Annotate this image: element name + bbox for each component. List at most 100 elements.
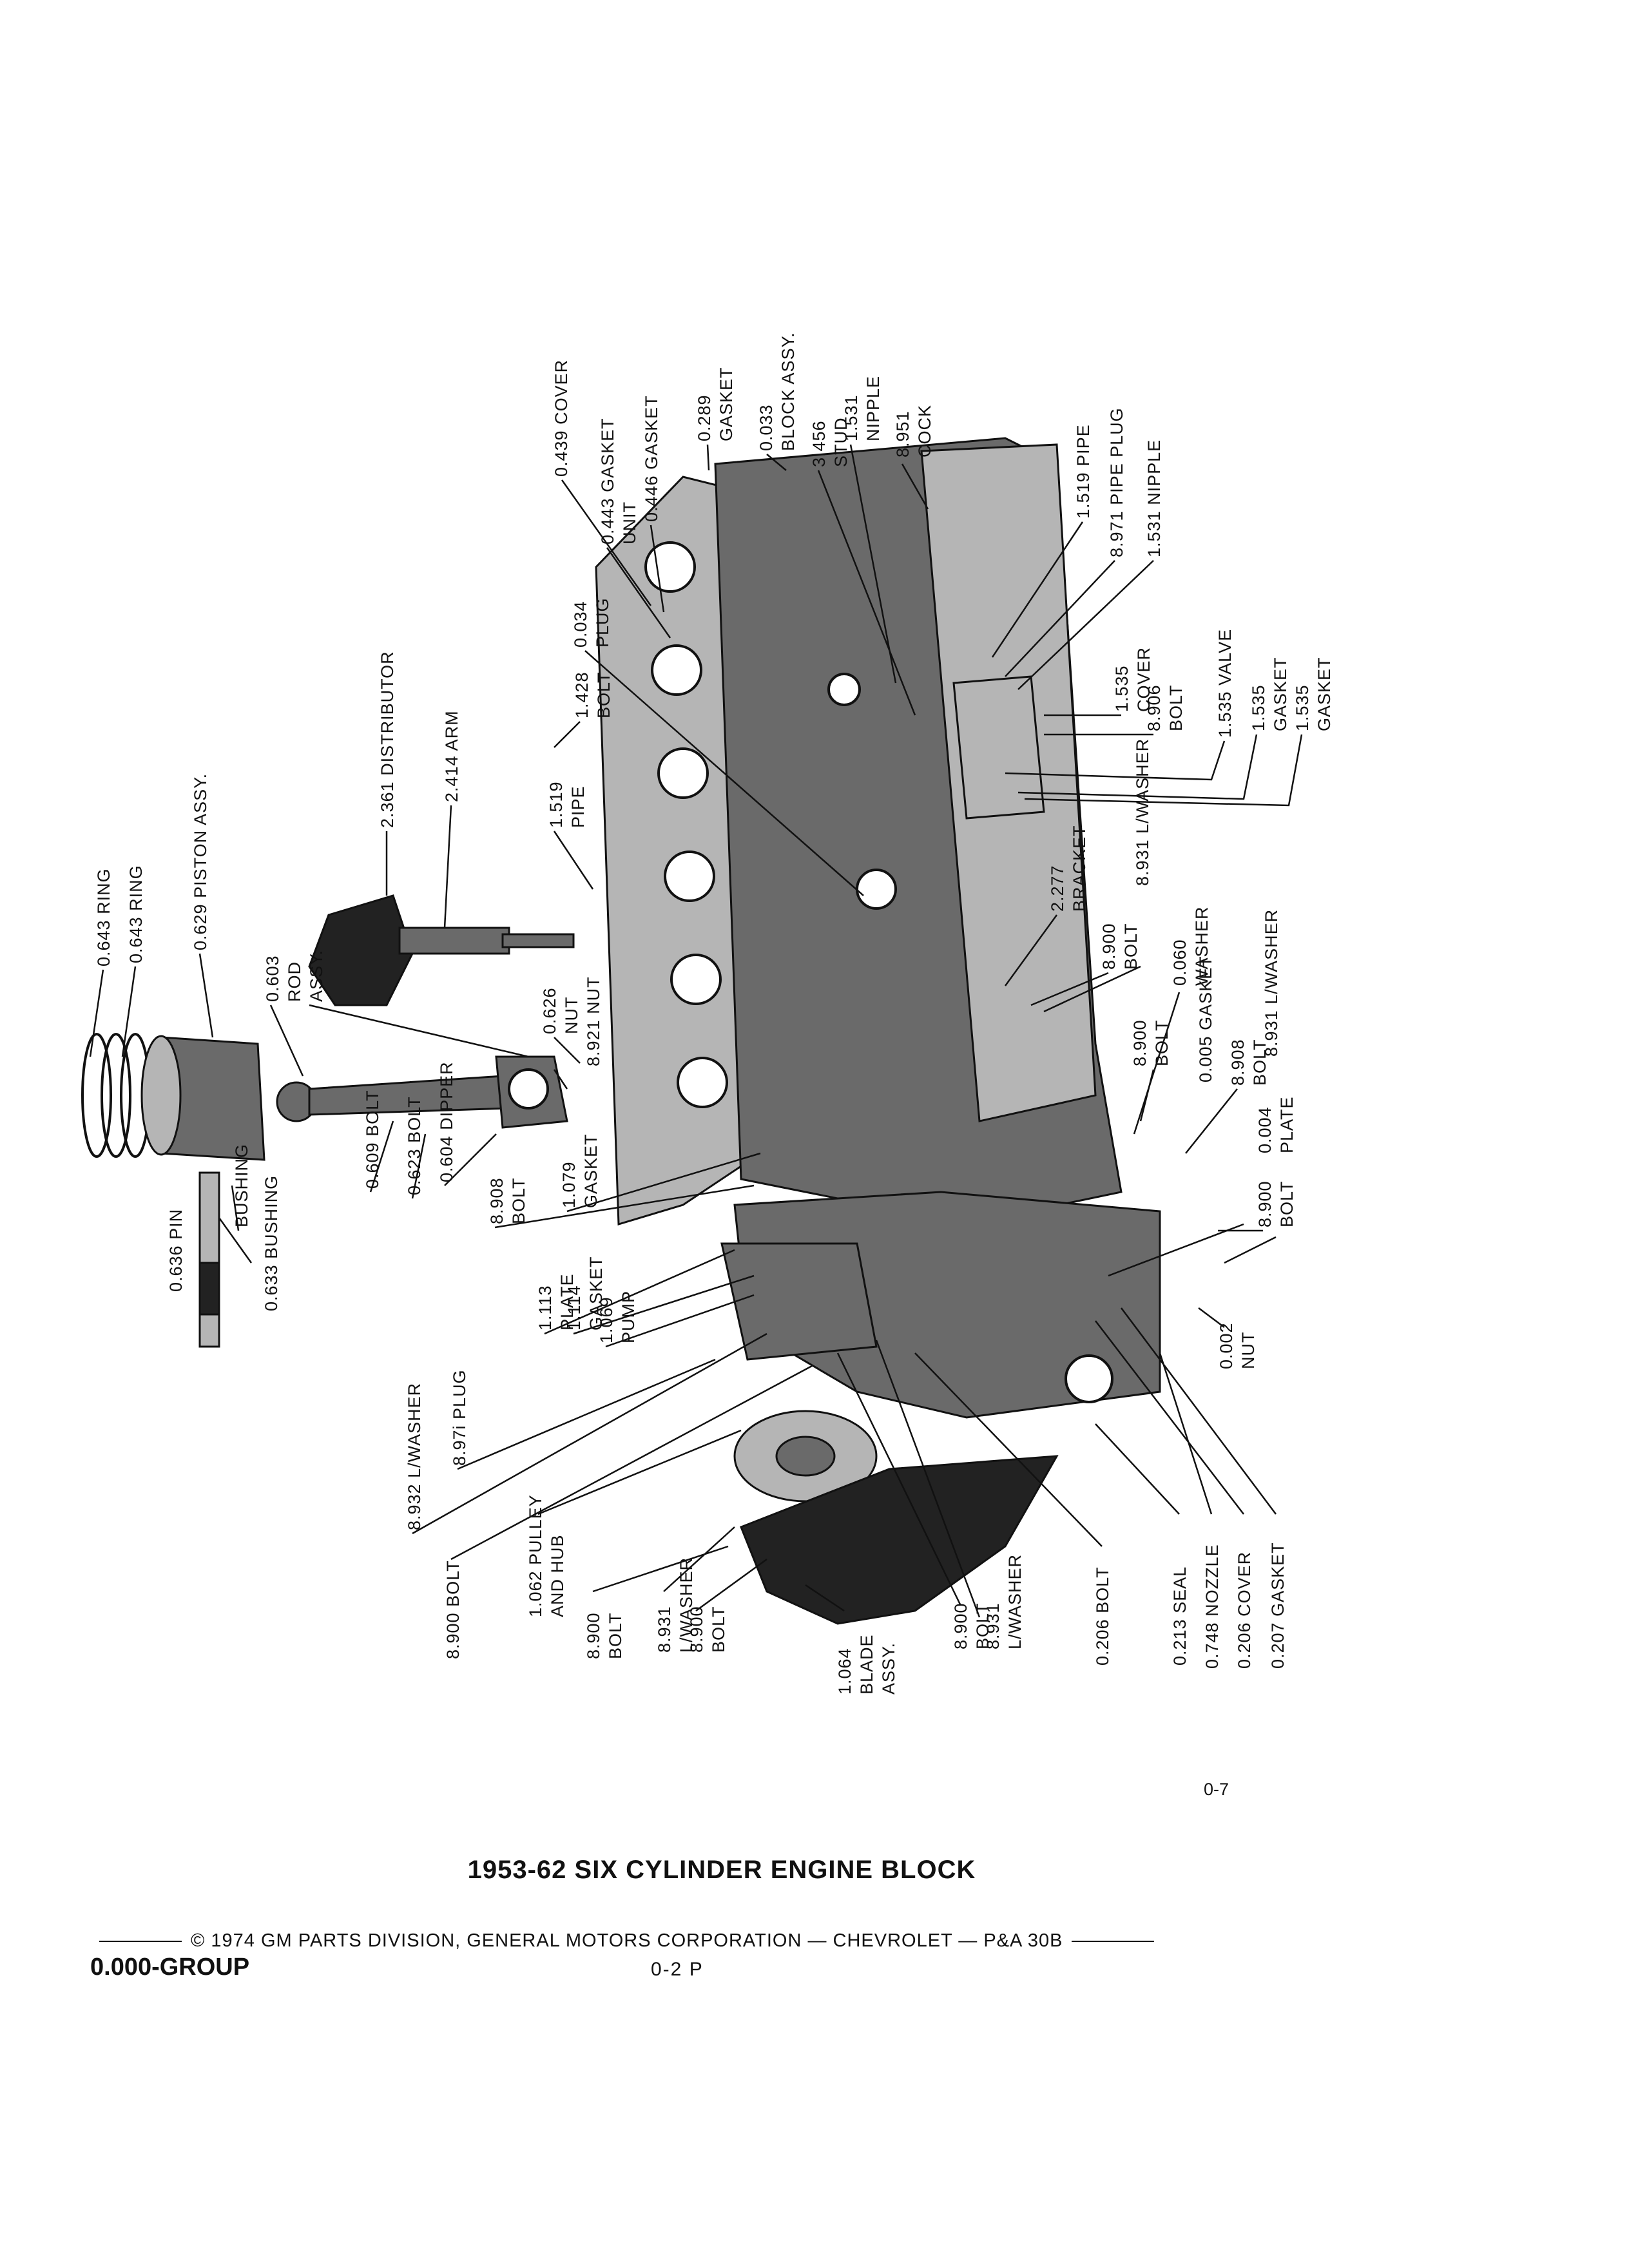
part-label-line: COCK	[915, 405, 934, 457]
connecting-rod-drawing	[276, 1055, 568, 1129]
part-label-line: 0.206 BOLT	[1093, 1566, 1112, 1666]
part-label-line: 1.535	[1249, 684, 1268, 731]
part-label-line: 0.604 DIPPER	[437, 1061, 456, 1182]
group-heading: 0.000-GROUP	[90, 1954, 250, 1981]
part-label-washer-8931a: 8.931 L/WASHER	[1133, 738, 1152, 886]
part-label-line: 0.439 COVER	[552, 360, 571, 477]
part-label-line: 8.97i PLUG	[450, 1369, 469, 1466]
part-label-line: WASHER	[1192, 906, 1211, 986]
part-label-line: BOLT	[1121, 923, 1141, 970]
part-label-line: 0.446 GASKET	[642, 395, 661, 522]
side-cover-drawing	[952, 675, 1045, 820]
piston-pin-drawing	[198, 1171, 220, 1348]
part-label-line: 0.034	[571, 601, 590, 648]
part-label-line: 0.603	[263, 955, 282, 1002]
fan-blade-drawing	[740, 1455, 1059, 1625]
part-label-line: PUMP	[619, 1291, 638, 1343]
part-label-line: 2.414 ARM	[442, 710, 461, 802]
part-label-line: NIPPLE	[863, 376, 883, 441]
page-title: 1953-62 SIX CYLINDER ENGINE BLOCK	[467, 1856, 976, 1884]
part-label-bolt-0623: 0.623 BOLT	[405, 1096, 424, 1195]
part-label-line: 8.931 L/WASHER	[1133, 738, 1152, 886]
right-rule	[1072, 1941, 1155, 1943]
part-label-line: 8.900	[951, 1602, 970, 1649]
part-label-line: 1.535	[1112, 665, 1132, 712]
distributor-drawing	[308, 894, 575, 1006]
part-label-line: STUD	[831, 418, 851, 468]
part-label-line: 1.428	[572, 671, 592, 718]
part-label-line: UNIT	[620, 501, 639, 544]
part-label-line: 8.906	[1144, 684, 1164, 731]
part-label-line: 8.900 BOLT	[443, 1560, 463, 1659]
part-label-line: GASKET	[717, 367, 736, 441]
part-label-line: GASKET	[586, 1256, 606, 1331]
part-label-cover-0439: 0.439 COVER	[552, 360, 571, 477]
part-label-line: 8.921 NUT	[584, 976, 603, 1066]
part-label-line: 0.626	[540, 987, 559, 1034]
part-label-line: 8.900	[1130, 1019, 1150, 1066]
part-label-nipple-1531b: 1.531 NIPPLE	[1144, 439, 1164, 557]
part-label-line: PLATE	[557, 1273, 577, 1331]
part-label-cover-0206: 0.206 COVER	[1235, 1552, 1254, 1669]
part-label-line: 0.005 GASKET	[1196, 956, 1215, 1082]
part-label-line: 1.069	[597, 1296, 616, 1343]
part-label-line: BOLT	[1250, 1039, 1269, 1086]
part-label-line: 8.932 L/WASHER	[405, 1383, 424, 1530]
part-label-line: 0.748 NOZZLE	[1202, 1544, 1222, 1669]
part-label-line: ASSY.	[879, 1642, 898, 1695]
part-label-line: 0.609 BOLT	[363, 1090, 382, 1189]
part-label-washer-8932: 8.932 L/WASHER	[405, 1383, 424, 1530]
part-label-ring-0643a: 0.643 RING	[94, 868, 113, 966]
part-label-line: L/WASHER	[1005, 1554, 1025, 1649]
part-label-bolt-0609: 0.609 BOLT	[363, 1090, 382, 1189]
part-label-arm-2414: 2.414 ARM	[442, 710, 461, 802]
page-number: 0-7	[1204, 1780, 1229, 1799]
part-label-line: 8.971 PIPE PLUG	[1107, 407, 1126, 557]
part-label-line: 1.531	[842, 394, 861, 441]
part-label-line: 0.623 BOLT	[405, 1096, 424, 1195]
part-label-line: 8.931 L/WASHER	[1262, 909, 1281, 1057]
copyright-line: © 1974 GM PARTS DIVISION, GENERAL MOTORS…	[90, 1930, 1295, 1952]
water-pump-drawing	[720, 1242, 878, 1361]
part-label-line: 0.213 SEAL	[1170, 1566, 1190, 1666]
part-label-line: ASSY.	[307, 950, 326, 1002]
part-label-line: 8.900	[687, 1606, 706, 1653]
part-label-gasket-0207: 0.207 GASKET	[1268, 1542, 1287, 1669]
part-label-bolt-0206: 0.206 BOLT	[1093, 1566, 1112, 1666]
part-label-line: 1.519 PIPE	[1074, 424, 1093, 519]
part-label-line: PIPE	[568, 785, 588, 828]
cylinder-bores	[644, 541, 728, 1108]
part-label-line: 8.931	[983, 1602, 1003, 1649]
part-label-line: L/WASHER	[677, 1557, 696, 1653]
part-label-line: 8.908	[1228, 1039, 1248, 1086]
part-label-line: BOLT	[1152, 1019, 1171, 1066]
part-label-plug-8971: 8.97i PLUG	[450, 1369, 469, 1466]
part-label-bushing-0633b: 0.633 BUSHING	[262, 1175, 281, 1311]
part-label-line: 0.643 RING	[126, 865, 146, 963]
part-label-line: 0.636 PIN	[166, 1209, 186, 1292]
piston-drawing	[81, 1033, 265, 1161]
part-label-ring-0643b: 0.643 RING	[126, 865, 146, 963]
part-label-line: 1.519	[546, 781, 566, 828]
